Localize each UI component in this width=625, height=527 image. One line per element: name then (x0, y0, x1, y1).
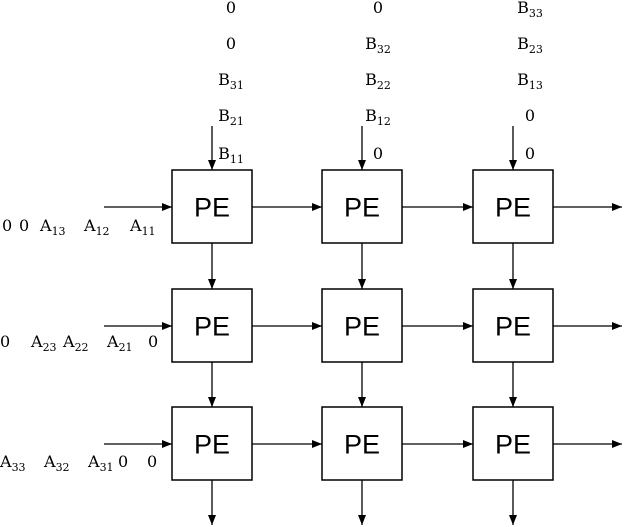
a-input-label: A12 (83, 216, 110, 238)
a-input-label: A21 (106, 332, 133, 354)
pe-label: PE (194, 312, 230, 342)
pe-label: PE (194, 430, 230, 460)
pe-box-frame (171, 169, 253, 244)
a-input-label: A32 (43, 452, 70, 474)
a-input-label: A22 (62, 332, 89, 354)
pe-box-frame (321, 169, 403, 244)
a-input-label: A11 (129, 216, 156, 238)
pe-label: PE (344, 312, 380, 342)
a-input-label: A23 (30, 332, 57, 354)
pe-box-frame (472, 288, 554, 363)
b-input-label: B33 (517, 0, 543, 20)
pe-grid: PE PE PE PE PE PE PE PE PE (171, 169, 554, 481)
pe-box: PE (321, 169, 403, 244)
arrow-layer (104, 126, 622, 525)
b-input-label: B23 (517, 34, 543, 56)
b-input-label: 0 (373, 0, 383, 17)
b-input-label: 0 (373, 144, 383, 163)
pe-label: PE (194, 193, 230, 223)
a-input-label: 0 (2, 216, 12, 235)
b-input-label: 0 (525, 106, 535, 125)
pe-box-frame (472, 406, 554, 481)
b-input-label: 0 (525, 144, 535, 163)
a-input-label: 0 (0, 332, 10, 351)
pe-label: PE (495, 430, 531, 460)
b-input-label: 0 (226, 34, 236, 53)
a-input-label: 0 (148, 332, 158, 351)
a-input-label: 0 (19, 216, 29, 235)
pe-box-frame (171, 406, 253, 481)
b-input-label: B12 (365, 106, 391, 128)
pe-box: PE (472, 288, 554, 363)
pe-box: PE (321, 406, 403, 481)
pe-box-frame (321, 406, 403, 481)
b-input-label: B31 (218, 70, 244, 92)
pe-box: PE (472, 406, 554, 481)
pe-box-frame (321, 288, 403, 363)
a-input-label: A31 (87, 452, 114, 474)
a-input-label: A13 (39, 216, 66, 238)
b-input-label: B11 (218, 144, 244, 166)
pe-label: PE (344, 430, 380, 460)
pe-box: PE (171, 406, 253, 481)
b-input-label: B32 (365, 34, 391, 56)
a-input-label: A33 (0, 452, 26, 474)
b-input-label: B22 (365, 70, 391, 92)
pe-box-frame (171, 288, 253, 363)
pe-box: PE (171, 169, 253, 244)
pe-box: PE (472, 169, 554, 244)
pe-label: PE (495, 193, 531, 223)
pe-label: PE (495, 312, 531, 342)
b-input-label: B21 (218, 106, 244, 128)
pe-label: PE (344, 193, 380, 223)
pe-box-frame (472, 169, 554, 244)
a-input-label: 0 (118, 452, 128, 471)
a-input-label: 0 (147, 452, 157, 471)
b-input-label: 0 (226, 0, 236, 17)
b-input-label: B13 (517, 70, 543, 92)
pe-box: PE (321, 288, 403, 363)
pe-box: PE (171, 288, 253, 363)
